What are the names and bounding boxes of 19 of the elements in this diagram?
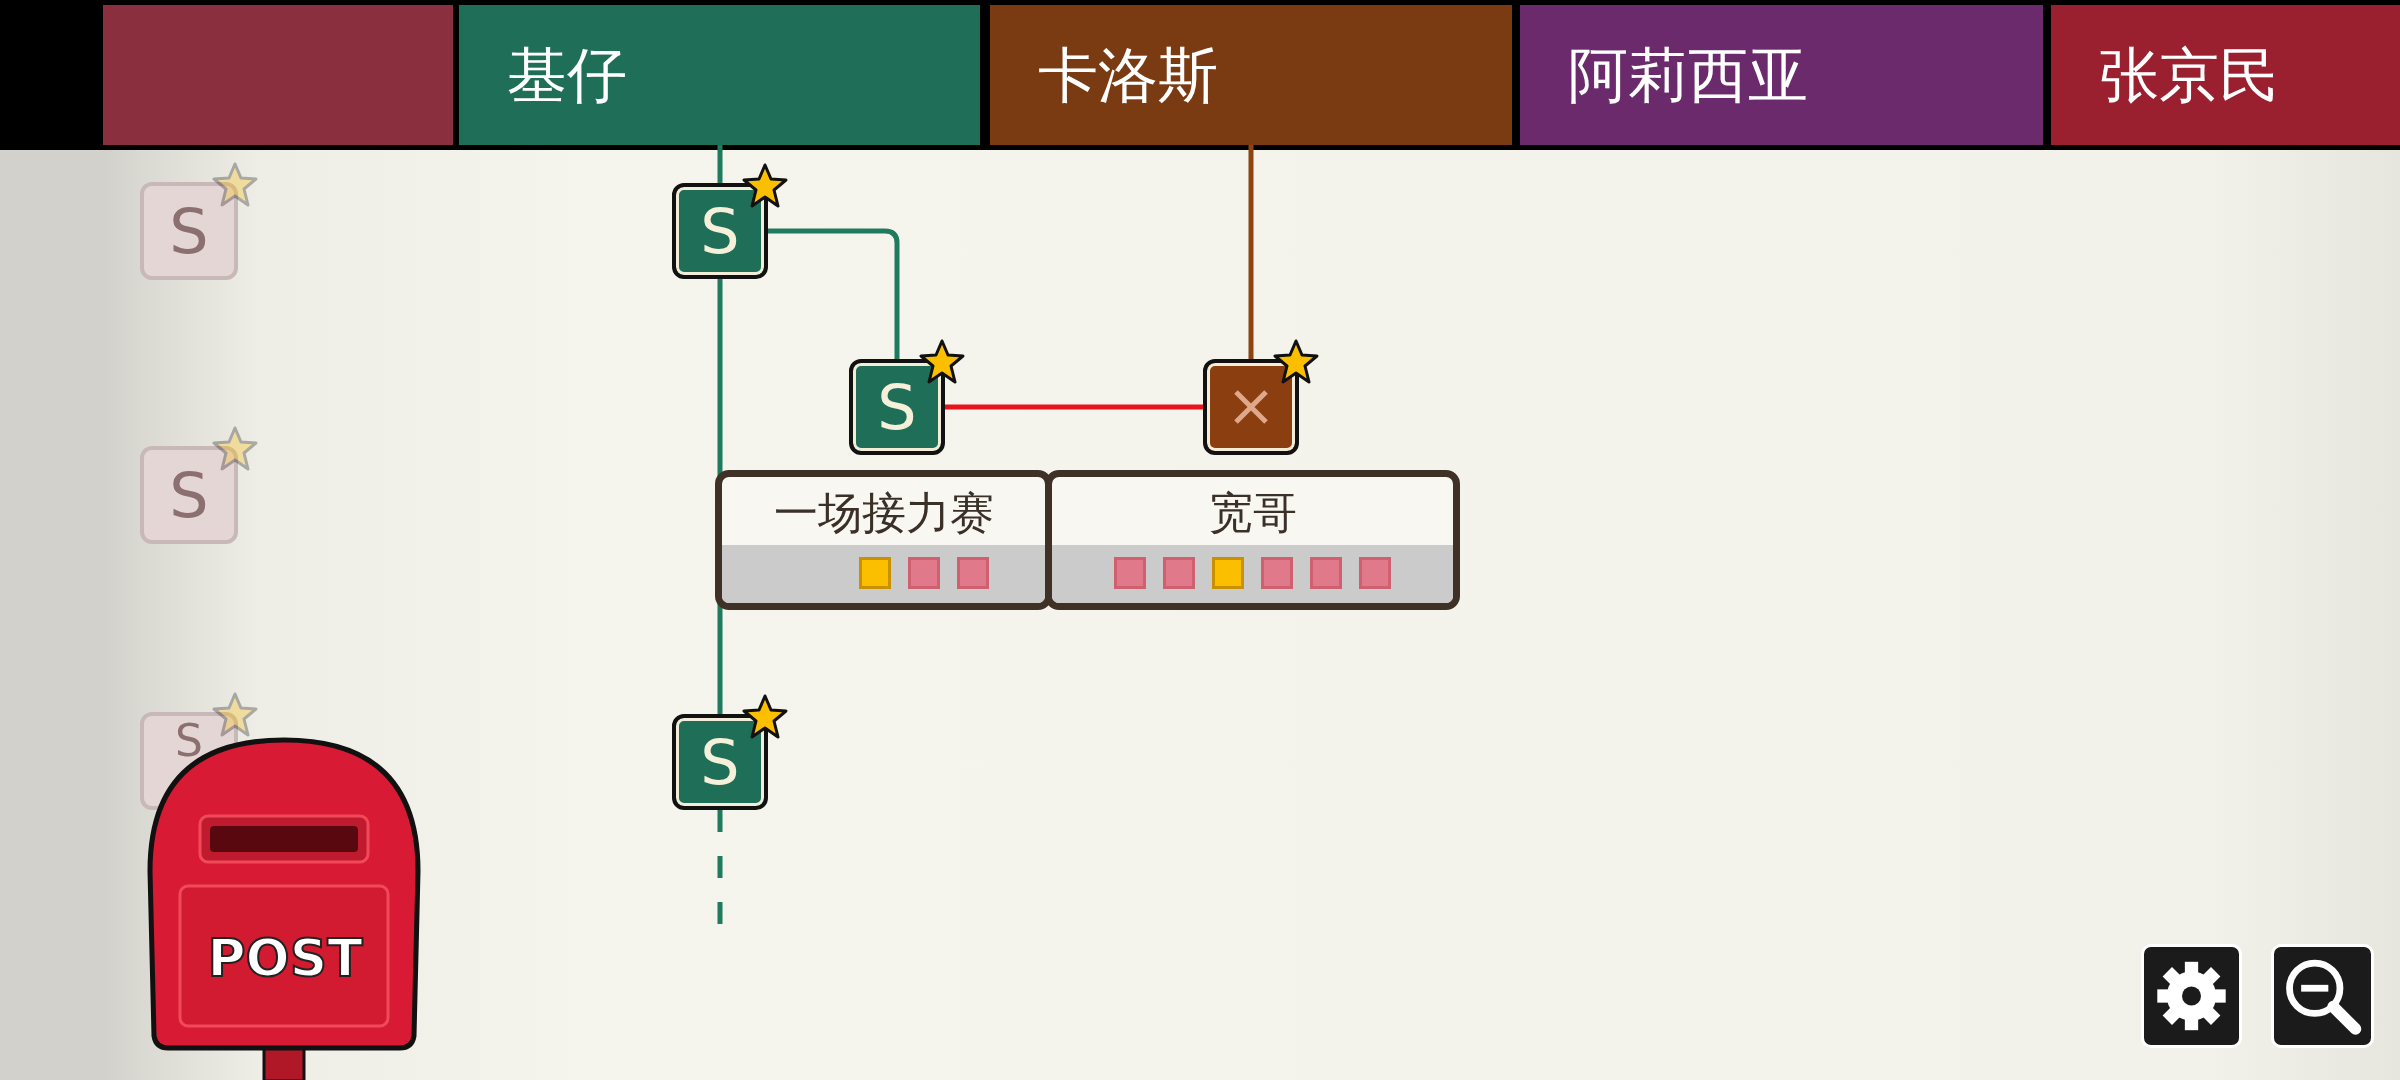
connector-line: [1248, 145, 1254, 359]
faded-level-tile: S: [140, 446, 238, 544]
character-tab: 基仔: [459, 5, 980, 145]
connector-line: [945, 404, 1203, 410]
faded-level-tile: S: [140, 182, 238, 280]
character-tab: 阿莉西亚: [1520, 5, 2043, 145]
character-tab: [103, 5, 453, 145]
mailbox-label: POST: [206, 927, 364, 990]
level-tile: S: [849, 359, 945, 455]
level-tile: S: [672, 183, 768, 279]
character-tab: 卡洛斯: [990, 5, 1512, 145]
scene-title: 一场接力赛: [772, 486, 995, 540]
connector-line: [717, 145, 723, 183]
character-tab: 张京民: [2051, 5, 2400, 145]
scene-title: 宽哥: [1207, 486, 1298, 540]
locked-tile: [1203, 359, 1299, 455]
scene-card: [1045, 470, 1460, 610]
connector-line: [768, 228, 900, 359]
level-tile: S: [672, 714, 768, 810]
